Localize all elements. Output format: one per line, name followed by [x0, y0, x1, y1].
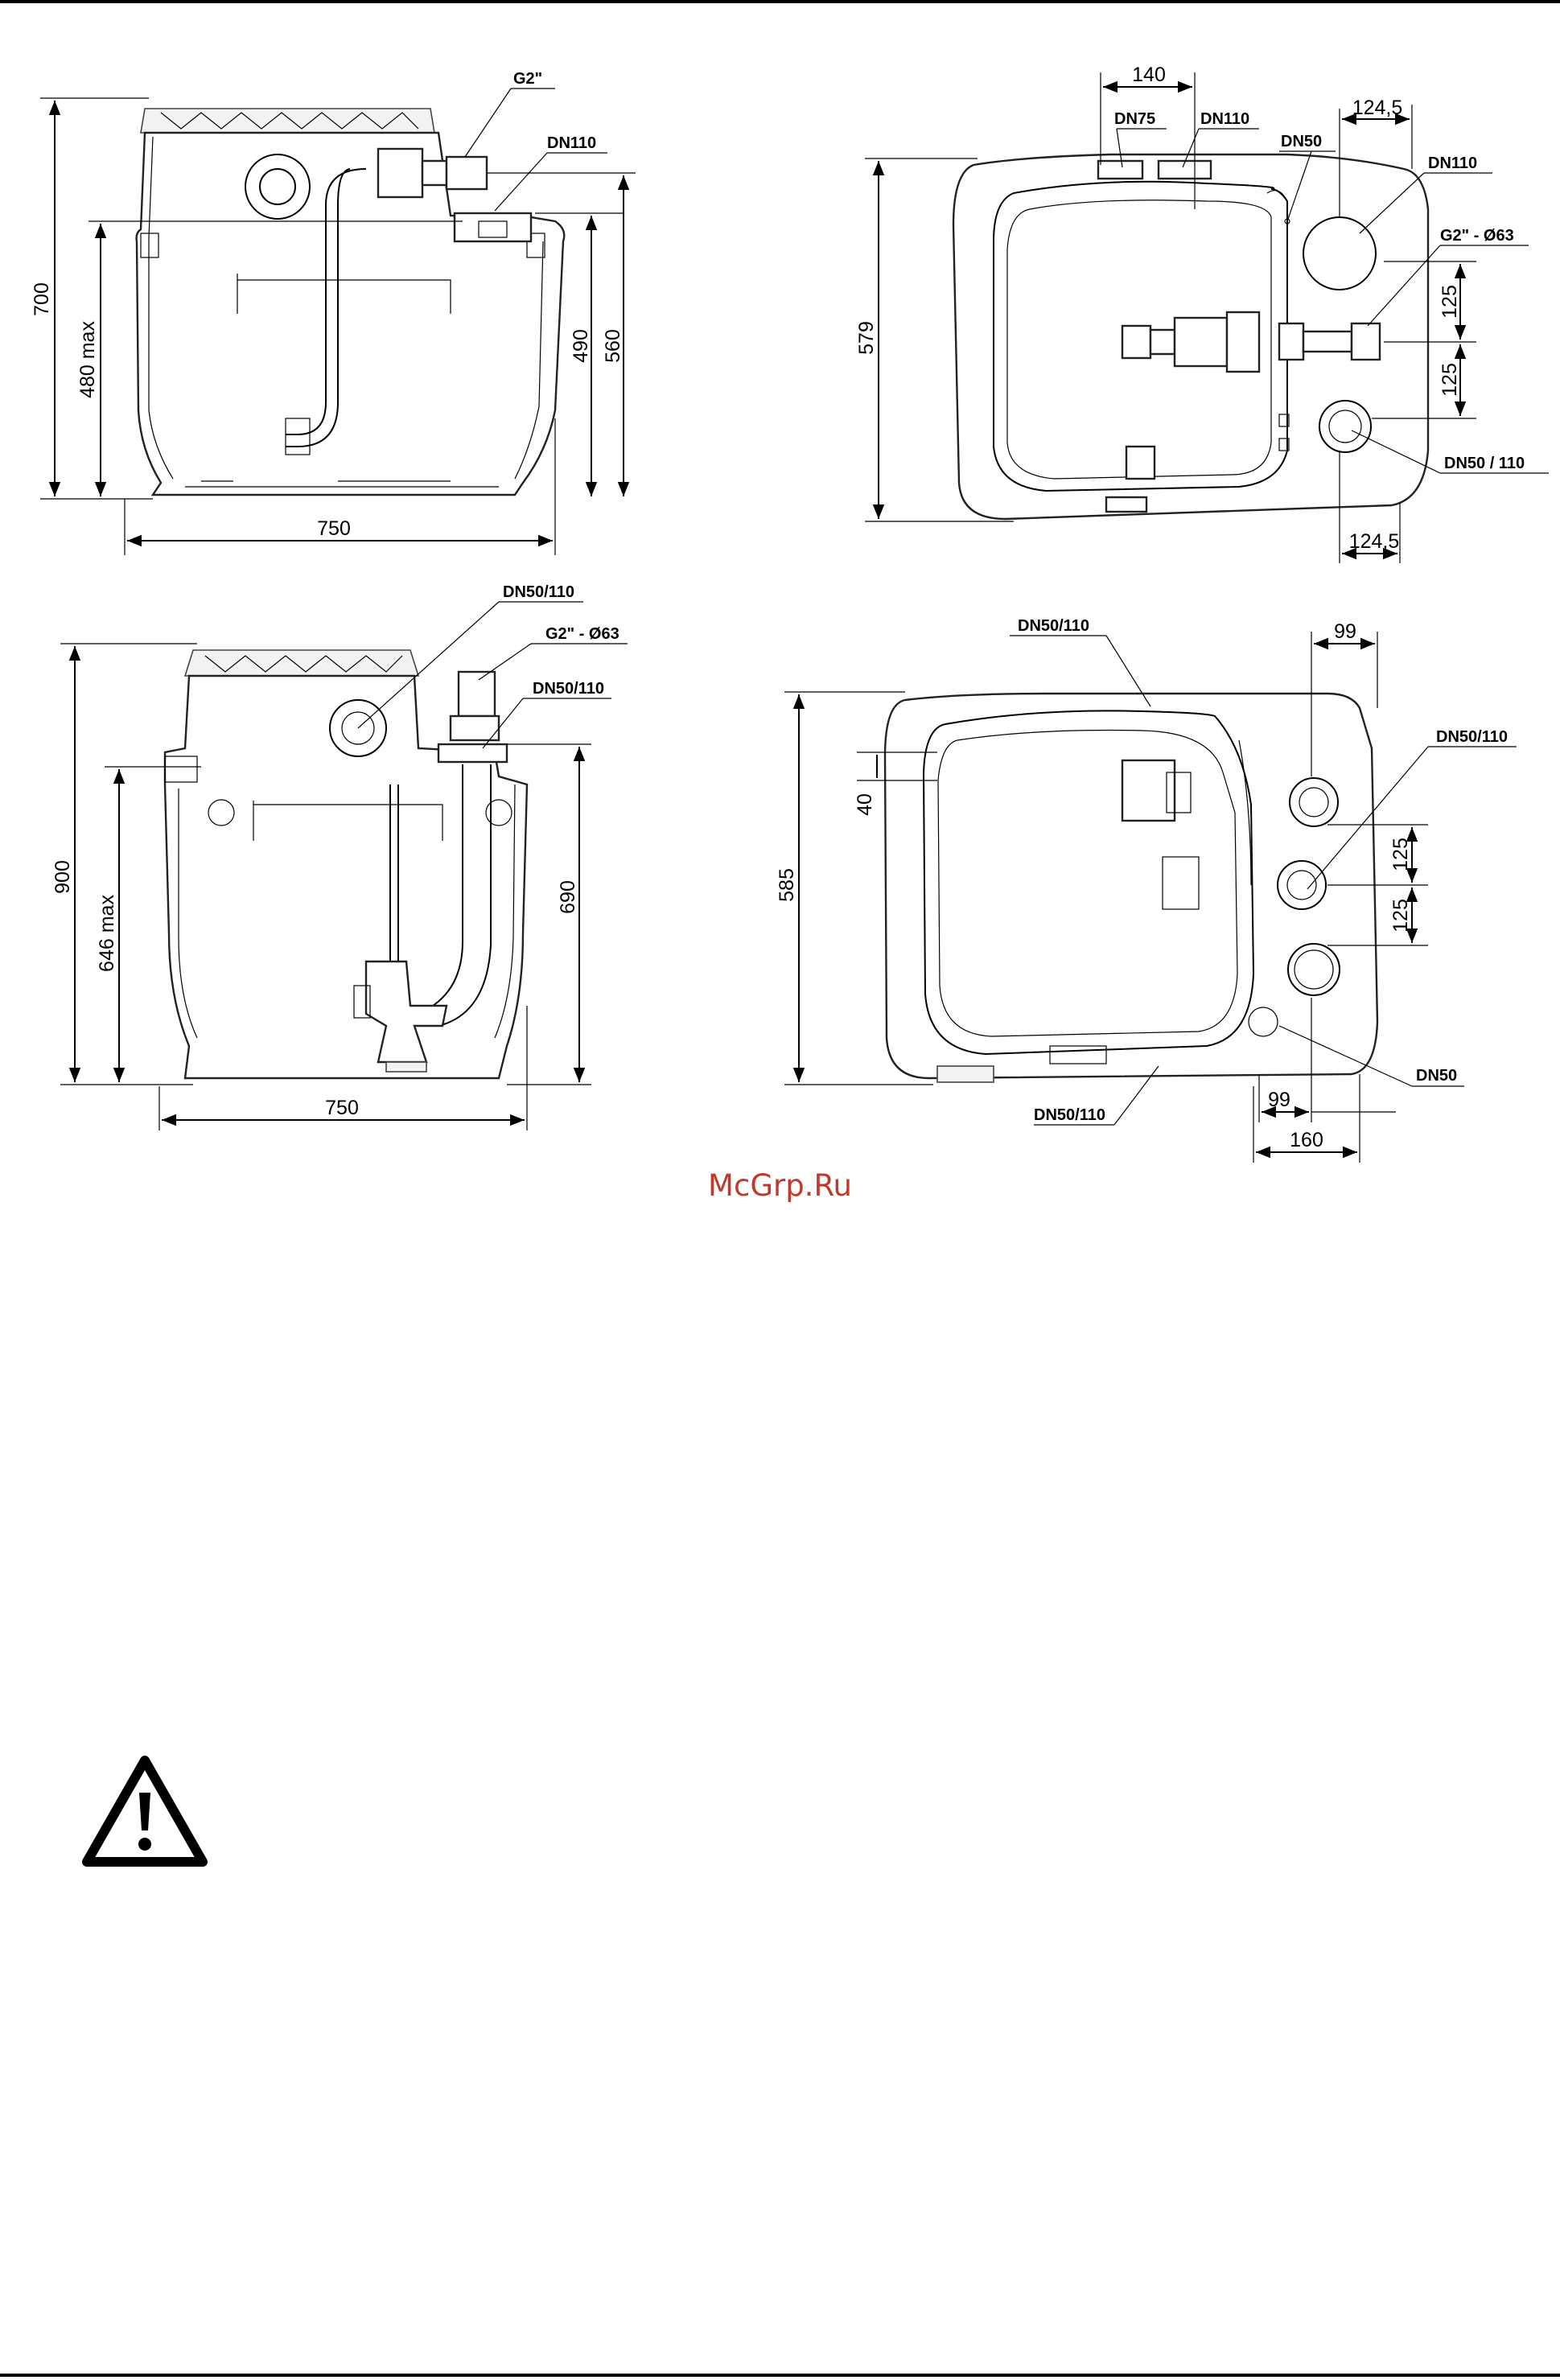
- dim-width-160: 160: [1290, 1129, 1323, 1151]
- dim-height-560: 560: [602, 329, 624, 363]
- watermark: McGrp.Ru: [0, 1168, 1560, 1203]
- dim-spacing-125-b: 125: [1439, 363, 1461, 397]
- dim-offset-124-5-bottom: 124,5: [1349, 530, 1400, 553]
- dim-spacing-125-d: 125: [1389, 899, 1412, 933]
- dim-height-579: 579: [855, 321, 878, 355]
- dim-spacing-125-a: 125: [1439, 285, 1461, 319]
- dim-height-585: 585: [776, 868, 798, 902]
- dim-height-690: 690: [557, 880, 579, 914]
- label-dn110-a: DN110: [1200, 110, 1249, 128]
- label-dn50-110: DN50 / 110: [1444, 455, 1525, 472]
- warning-triangle-icon: [80, 1754, 209, 1867]
- label-dn110: DN110: [547, 134, 596, 152]
- front-view-small: 700 480 max 490 560 750 G2" DN110: [31, 70, 636, 555]
- label-dn110-b: DN110: [1428, 154, 1477, 172]
- dim-height-490: 490: [570, 329, 592, 363]
- dim-width-750: 750: [317, 517, 351, 540]
- front-view-large: 900 646 max 690 750 DN50/110 G2" - Ø63 D…: [51, 583, 628, 1130]
- dim-offset-124-5-top: 124,5: [1352, 97, 1403, 119]
- label-g2: G2": [513, 70, 542, 88]
- label-dn50-110-a: DN50/110: [503, 583, 574, 601]
- dim-spacing-125-c: 125: [1389, 838, 1412, 871]
- label-dn75: DN75: [1114, 110, 1155, 128]
- dim-height-900: 900: [51, 860, 74, 894]
- dim-offset-99-bottom: 99: [1268, 1089, 1290, 1111]
- dim-height-700: 700: [31, 282, 53, 316]
- label-g2-63: G2" - Ø63: [1440, 227, 1514, 245]
- label-dn50-110-bottom: DN50/110: [1034, 1106, 1105, 1124]
- dim-height-480max: 480 max: [76, 321, 99, 398]
- label-dn50-110-right: DN50/110: [1436, 728, 1508, 746]
- label-dn50-large: DN50: [1416, 1067, 1457, 1085]
- label-g2-63-large: G2" - Ø63: [545, 625, 619, 643]
- dim-width-750-large: 750: [325, 1097, 359, 1119]
- label-dn50: DN50: [1281, 133, 1322, 150]
- label-dn50-110-b: DN50/110: [533, 680, 604, 698]
- dim-offset-99-top: 99: [1334, 620, 1356, 643]
- top-view-large: 585 40 99 125 125 99 160 DN50/110: [776, 617, 1517, 1163]
- label-dn50-110-top: DN50/110: [1018, 617, 1089, 635]
- dim-offset-40: 40: [854, 793, 876, 816]
- top-view-small: 140 124,5 124,5 579 125 125 DN75 DN110 D…: [855, 64, 1549, 563]
- dim-width-140: 140: [1132, 64, 1166, 86]
- dim-height-646max: 646 max: [96, 895, 118, 972]
